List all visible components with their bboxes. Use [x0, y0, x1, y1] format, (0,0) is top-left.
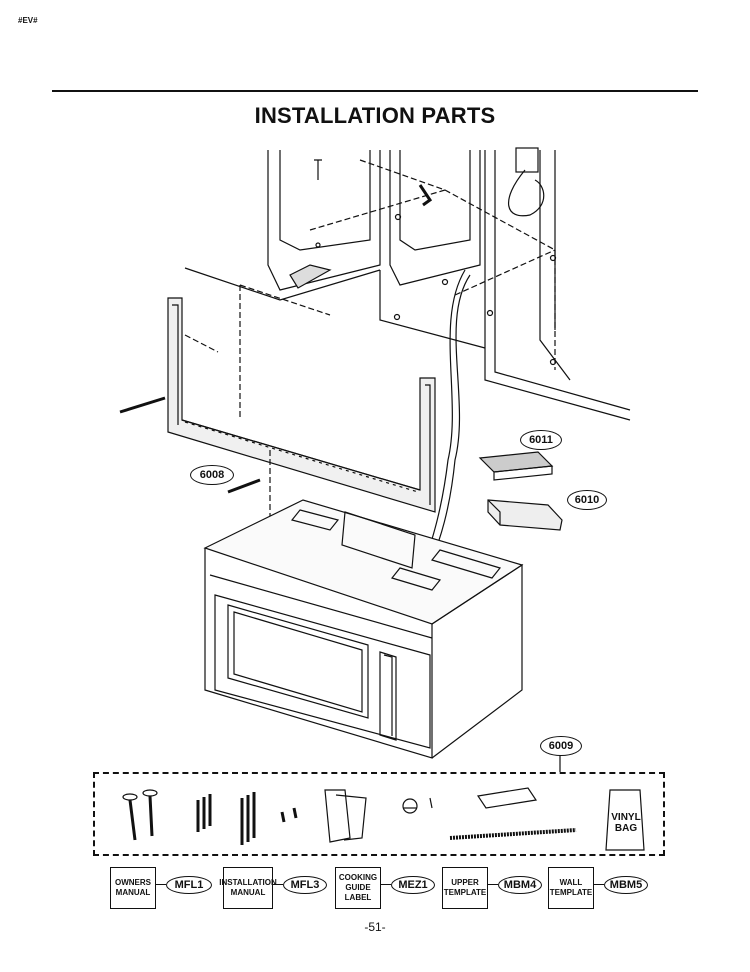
page-title: INSTALLATION PARTS: [254, 103, 496, 128]
mounting-plate-drawing: [119, 285, 436, 530]
cabinet-drawing: [184, 147, 631, 566]
vinyl-bag-label: VINYL BAG: [611, 812, 641, 834]
doc-owners-manual: OWNERS MANUAL: [110, 867, 156, 909]
doc-cooking-guide-label: COOKING GUIDE LABEL: [335, 867, 381, 909]
doc-code-mbm4: MBM4: [498, 876, 542, 894]
doc-wall-template: WALL TEMPLATE: [548, 867, 594, 909]
doc-installation-manual: INSTALLATION MANUAL: [219, 867, 277, 909]
top-rule: [52, 90, 698, 92]
microwave-drawing: [203, 499, 524, 759]
callout-6009: 6009: [540, 736, 582, 756]
page-number: -51-: [364, 920, 386, 934]
hardware-kit-box: [93, 772, 665, 856]
doc-code-mfl1: MFL1: [166, 876, 212, 894]
callout-6010: 6010: [567, 490, 607, 510]
doc-code-mbm5: MBM5: [604, 876, 648, 894]
doc-code-mez1: MEZ1: [391, 876, 435, 894]
callout-6008: 6008: [190, 465, 234, 485]
callout-6011: 6011: [520, 430, 562, 450]
doc-code-mfl3: MFL3: [283, 876, 327, 894]
exhaust-adapter-drawing: [478, 451, 563, 531]
hardware-kit-drawing: [122, 787, 645, 851]
header-code: #EV#: [18, 16, 38, 25]
doc-upper-template: UPPER TEMPLATE: [442, 867, 488, 909]
